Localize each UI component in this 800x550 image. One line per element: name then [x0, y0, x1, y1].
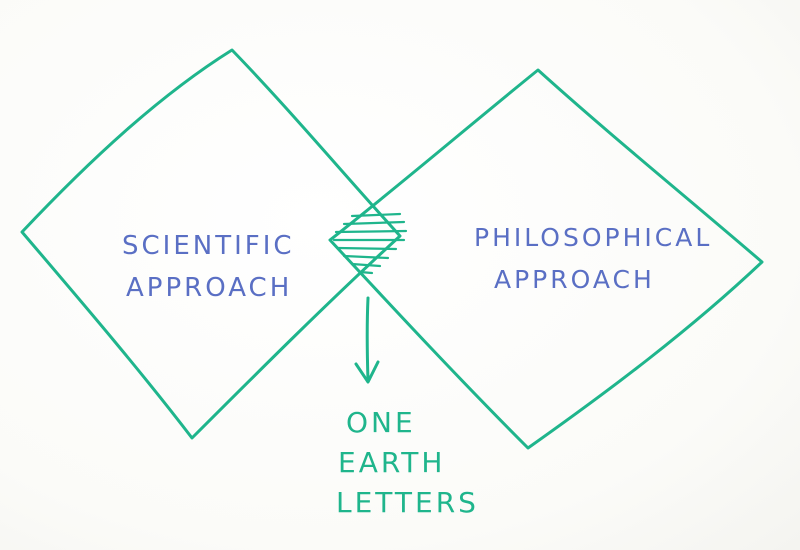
arrow-head	[354, 360, 380, 384]
hatch-line	[342, 220, 406, 226]
hatch-line	[358, 270, 374, 275]
right-region-label-line1: Philosophical	[474, 223, 712, 252]
overlap-label-line2: Earth	[338, 446, 445, 479]
hatch-line	[342, 254, 390, 260]
hatch-line	[350, 212, 402, 218]
hatch-line	[334, 229, 408, 234]
hatch-line	[336, 246, 398, 251]
hatch-line	[350, 262, 382, 268]
overlap-label-line1: One	[346, 406, 416, 439]
overlap-label-line3: Letters	[336, 486, 479, 519]
left-diamond-outline	[20, 48, 402, 440]
overlap-hatching	[332, 212, 408, 275]
right-diamond-outline	[328, 68, 764, 450]
right-region-label-line2: Approach	[494, 265, 655, 294]
down-arrow-icon	[354, 296, 380, 384]
left-region-label-line2: Approach	[126, 273, 292, 303]
left-region-label-line1: Scientific	[122, 231, 295, 261]
arrow-shaft	[365, 296, 370, 382]
